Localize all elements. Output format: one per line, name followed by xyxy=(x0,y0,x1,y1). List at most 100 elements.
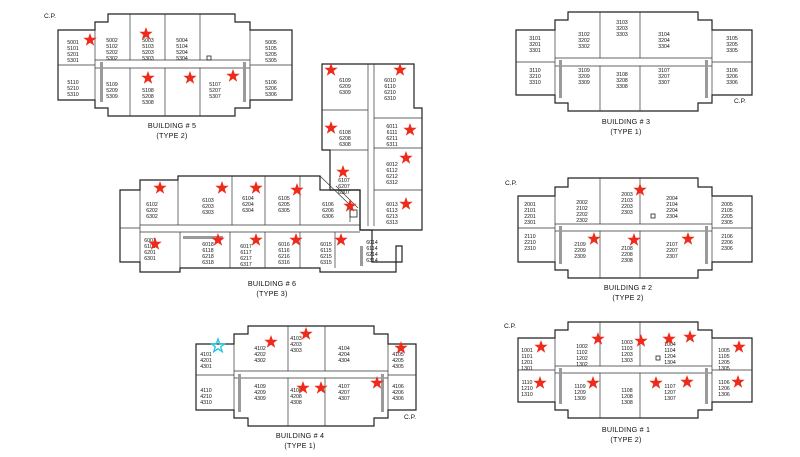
red-star-marker xyxy=(153,181,167,194)
building-type: (TYPE 2) xyxy=(156,131,187,140)
cp-label: C.P. xyxy=(504,323,516,330)
building-title: BUILDING # 4 xyxy=(276,431,324,440)
red-star-marker xyxy=(314,381,328,394)
red-star-marker xyxy=(226,69,240,82)
building-type: (TYPE 1) xyxy=(284,441,315,450)
red-star-marker xyxy=(399,151,413,164)
red-star-marker xyxy=(683,330,697,343)
red-star-marker xyxy=(334,233,348,246)
cp-label: C.P. xyxy=(734,98,746,105)
red-star-marker xyxy=(141,71,155,84)
red-star-marker xyxy=(533,376,547,389)
red-star-marker xyxy=(587,232,601,245)
building-type: (TYPE 2) xyxy=(610,435,641,444)
red-star-marker xyxy=(627,233,641,246)
red-star-marker xyxy=(264,335,278,348)
red-star-marker xyxy=(324,63,338,76)
red-star-marker xyxy=(634,334,648,347)
red-star-marker xyxy=(336,165,350,178)
building-title: BUILDING # 5 xyxy=(148,121,196,130)
building-type: (TYPE 2) xyxy=(612,293,643,302)
cyan-star-marker xyxy=(210,338,226,353)
building-title: BUILDING # 3 xyxy=(602,117,650,126)
red-star-marker xyxy=(249,181,263,194)
red-star-marker xyxy=(393,63,407,76)
red-star-marker xyxy=(649,376,663,389)
building-title: BUILDING # 1 xyxy=(602,425,650,434)
red-star-marker xyxy=(586,376,600,389)
red-star-marker xyxy=(681,232,695,245)
red-star-marker xyxy=(680,375,694,388)
red-star-marker xyxy=(324,121,338,134)
red-star-marker xyxy=(183,71,197,84)
red-star-marker xyxy=(399,197,413,210)
red-star-marker xyxy=(534,340,548,353)
cp-label: C.P. xyxy=(44,13,56,20)
red-star-marker xyxy=(215,181,229,194)
building-type: (TYPE 1) xyxy=(610,127,641,136)
red-star-marker xyxy=(289,233,303,246)
